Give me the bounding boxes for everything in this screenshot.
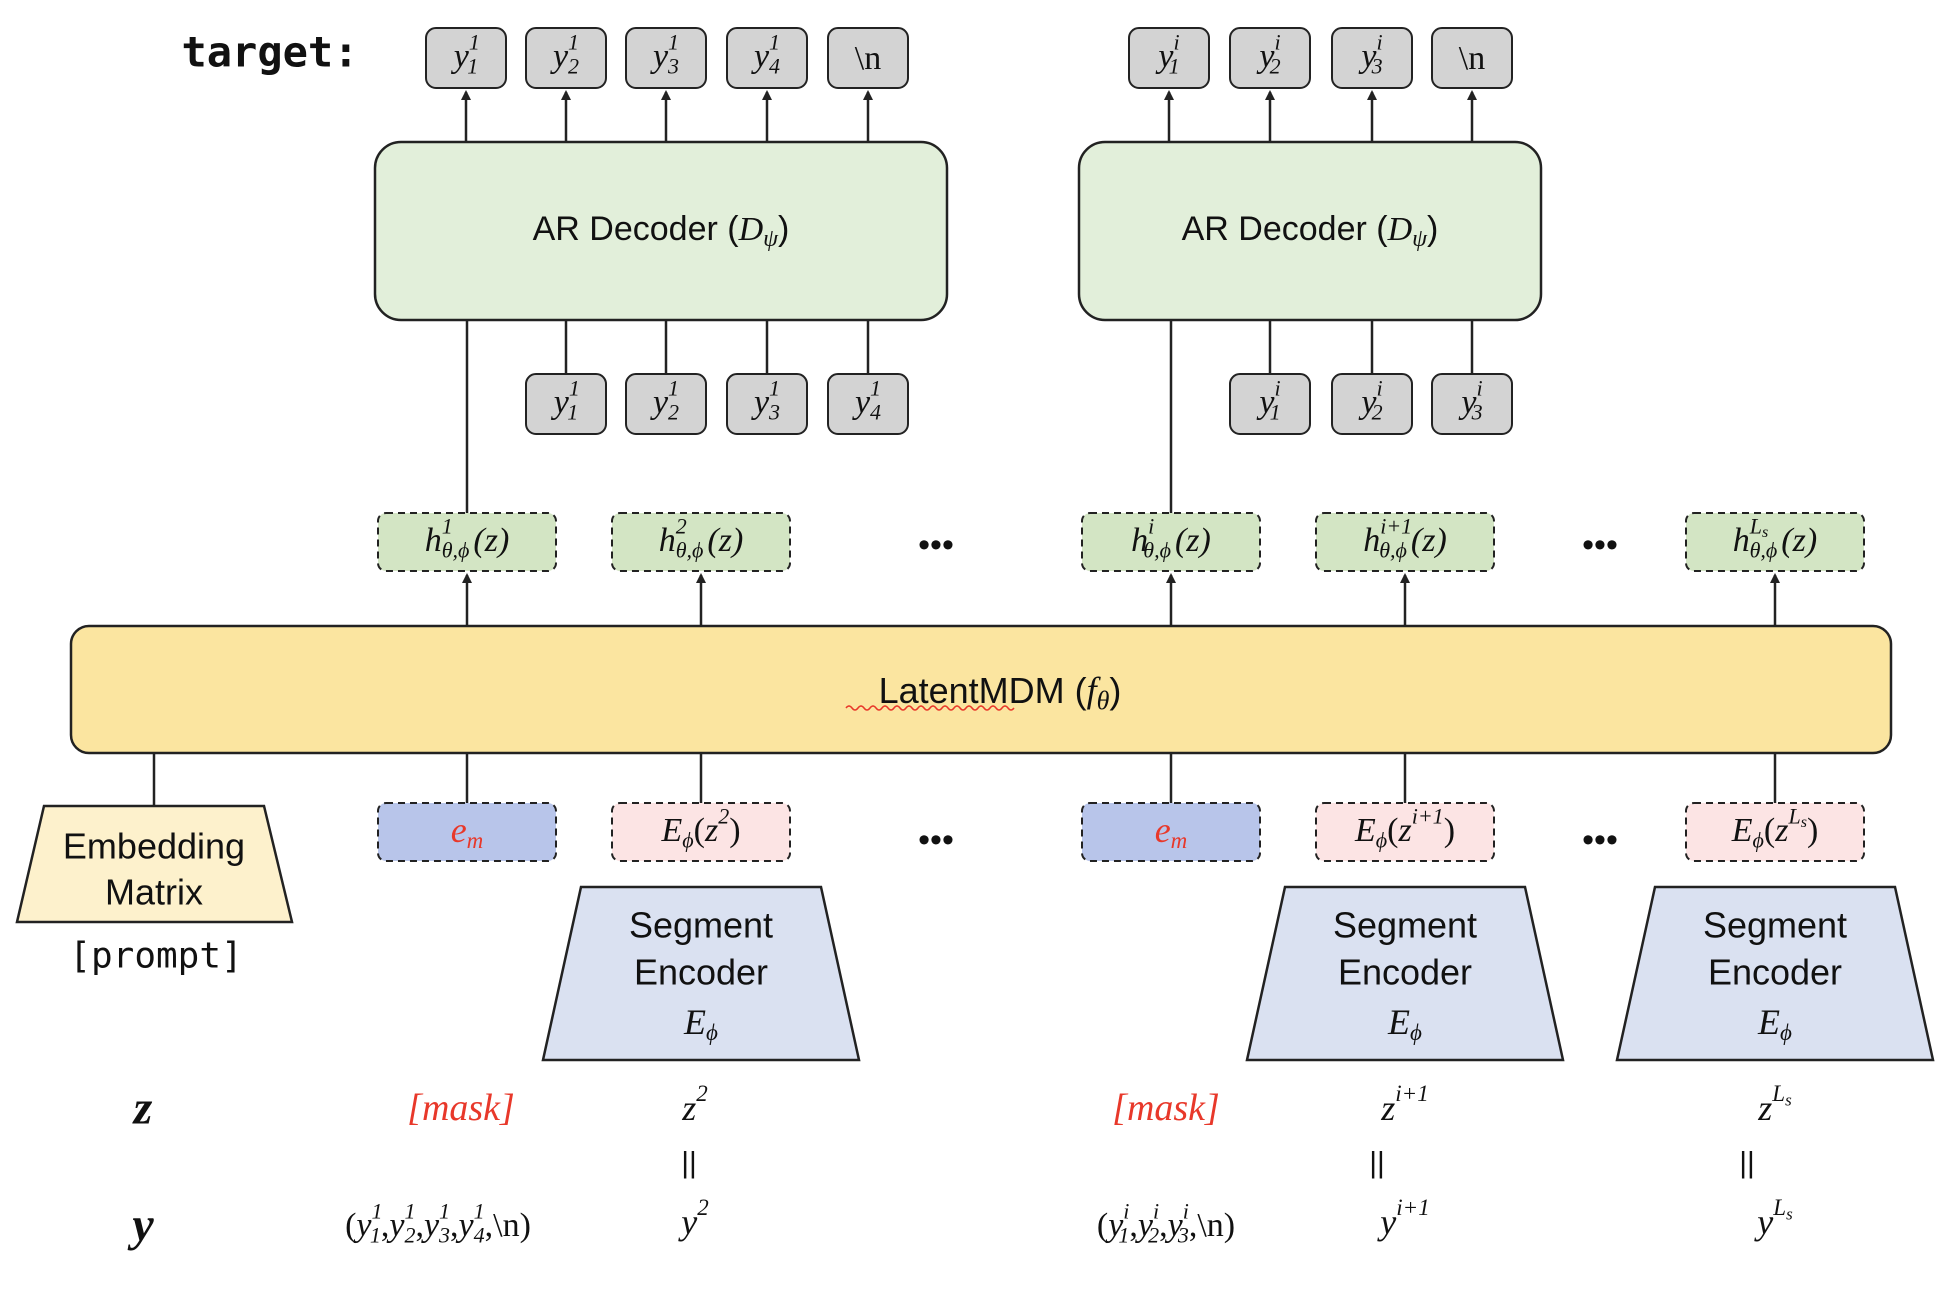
target-token: yi3​: [1358, 29, 1382, 78]
decoder-input-token-box: [1431, 373, 1513, 435]
mask-token-label: [mask]: [1112, 1087, 1220, 1129]
latentmdm-box: [69, 624, 1893, 755]
z-value: zi+1​: [1380, 1080, 1428, 1128]
hidden-state-label: h1θ,ϕ​(z): [425, 513, 510, 562]
encoder-output-box: [1315, 802, 1495, 862]
encoder-output-box: [1685, 802, 1865, 862]
mask-token-label: [mask]: [407, 1087, 515, 1129]
segment-encoder-label-line2: Encoder: [1708, 952, 1842, 993]
hidden-state-box: [377, 512, 557, 572]
target-label: target:: [181, 28, 358, 77]
connector-lines: [152, 90, 1780, 806]
embedding-matrix-trapezoid: [15, 804, 294, 924]
segment-encoder-trapezoid: [541, 885, 861, 1062]
decoder-input-token: y11​: [551, 375, 578, 424]
target-token: \n: [1459, 40, 1485, 77]
z-row-label: z: [132, 1082, 153, 1135]
mask-embedding-label: em​: [1155, 810, 1188, 853]
ellipsis: •••: [918, 526, 954, 564]
segment-encoder-trapezoid: [1615, 885, 1935, 1062]
diagram-shapes: [15, 27, 1935, 1062]
segment-encoder-symbol: Eϕ​: [1757, 1002, 1792, 1045]
encoder-output-label: Eϕ​(z2​): [660, 803, 740, 852]
target-token-box: [827, 27, 909, 89]
embedding-label-line1: Embedding: [63, 826, 245, 867]
decoder-input-token-box: [726, 373, 808, 435]
target-token: y13​: [650, 29, 679, 78]
segment-encoder-symbol: Eϕ​: [1387, 1002, 1422, 1045]
ar-decoder-label: AR Decoder (Dψ): [1182, 210, 1439, 252]
target-token-box: [726, 27, 808, 89]
segment-encoder-label-line2: Encoder: [634, 952, 768, 993]
encoder-output-label: Eϕ​(zi+1​): [1354, 803, 1455, 852]
equals-marker: ||: [1739, 1147, 1755, 1180]
hidden-state-label: h2θ,ϕ​(z): [659, 513, 744, 562]
decoder-input-token: y12​: [650, 375, 679, 424]
target-token: \n: [855, 40, 881, 77]
decoder-input-token-box: [625, 373, 707, 435]
z-value: z2​: [681, 1080, 708, 1128]
ar-decoder-label: AR Decoder (Dψ): [533, 210, 790, 252]
hidden-state-box: [1685, 512, 1865, 572]
mask-embedding-label: em​: [451, 810, 484, 853]
segment-encoder-trapezoid: [1245, 885, 1565, 1062]
ellipsis: •••: [918, 821, 954, 859]
decoder-input-token-box: [525, 373, 607, 435]
latentmdm-label: LatentMDM (fθ): [879, 670, 1122, 715]
segment-encoder-label-line2: Encoder: [1338, 952, 1472, 993]
decoder-input-token: y14​: [852, 375, 881, 424]
y-value: yi+1​: [1377, 1194, 1429, 1242]
segment-encoder-label-line1: Segment: [1703, 905, 1847, 946]
decoder-input-token: yi2​: [1358, 375, 1382, 424]
target-token: y14​: [751, 29, 780, 78]
encoder-output-box: [611, 802, 791, 862]
target-token: y12​: [550, 29, 579, 78]
target-token: yi1​: [1155, 29, 1179, 78]
decoder-input-token: yi3​: [1458, 375, 1482, 424]
hidden-state-label: hiθ,ϕ​(z): [1131, 513, 1211, 562]
ar-decoder-box: [373, 140, 949, 322]
y-tuple-segment-1: (y11​,y12​,y13​,y14​,\n): [345, 1198, 531, 1247]
target-token-box: [425, 27, 507, 89]
z-value: zLs​: [1757, 1080, 1792, 1128]
y-row-label: y: [127, 1199, 154, 1252]
decoder-input-token: yi1​: [1256, 375, 1280, 424]
y-value: yLs​: [1754, 1194, 1793, 1242]
diagram-text: target: AR Decoder (Dψ) y11​ y12​ y13​ y14​ \n…: [63, 28, 1847, 1252]
spellcheck-underline: [845, 705, 1015, 711]
target-token: yi2​: [1256, 29, 1280, 78]
prompt-label: [prompt]: [69, 936, 242, 977]
ar-decoder-box: [1077, 140, 1543, 322]
target-token-box: [1431, 27, 1513, 89]
ellipsis: •••: [1582, 526, 1618, 564]
target-token-box: [625, 27, 707, 89]
hidden-state-box: [1081, 512, 1261, 572]
mask-embedding-box: [1081, 802, 1261, 862]
equals-marker: ||: [1369, 1147, 1385, 1180]
target-token-box: [1229, 27, 1311, 89]
hidden-state-box: [1315, 512, 1495, 572]
y-tuple-segment-i: (yi1​,yi2​,yi3​,\n): [1097, 1198, 1235, 1247]
segment-encoder-symbol: Eϕ​: [683, 1002, 718, 1045]
target-token-box: [1331, 27, 1413, 89]
embedding-label-line2: Matrix: [105, 872, 203, 913]
decoder-input-token-box: [1331, 373, 1413, 435]
decoder-input-token-box: [827, 373, 909, 435]
decoder-input-token: y13​: [751, 375, 780, 424]
target-token: y11​: [451, 29, 478, 78]
segment-encoder-label-line1: Segment: [629, 905, 773, 946]
y-value: y2​: [678, 1194, 708, 1242]
mask-embedding-box: [377, 802, 557, 862]
hidden-state-box: [611, 512, 791, 572]
equals-marker: ||: [681, 1147, 697, 1180]
hidden-state-label: hi+1θ,ϕ​(z): [1363, 513, 1447, 562]
ellipsis: •••: [1582, 821, 1618, 859]
encoder-output-label: Eϕ​(zLs​): [1731, 803, 1819, 852]
decoder-input-token-box: [1229, 373, 1311, 435]
segment-encoder-label-line1: Segment: [1333, 905, 1477, 946]
target-token-box: [1128, 27, 1210, 89]
target-token-box: [525, 27, 607, 89]
